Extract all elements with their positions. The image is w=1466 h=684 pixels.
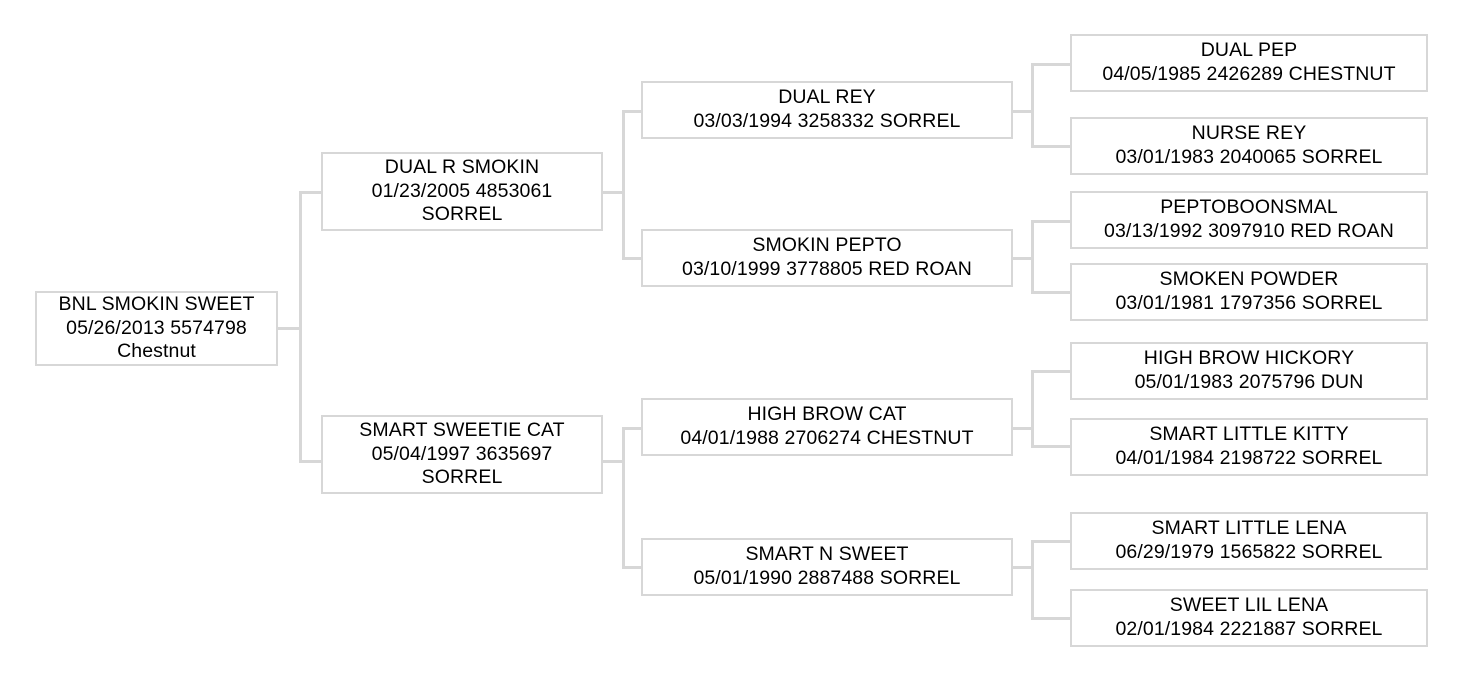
node-sire-dam-name: SMOKIN PEPTO xyxy=(752,234,902,257)
connector-to-sire-sire xyxy=(622,110,643,113)
connector-dam-sire-stub xyxy=(1011,427,1033,430)
node-g4-6-name: SMART LITTLE KITTY xyxy=(1149,423,1349,446)
connector-to-dam-sire xyxy=(622,427,643,430)
node-g4-3-detail: 03/13/1992 3097910 RED ROAN xyxy=(1104,220,1394,242)
node-dam-sire-detail: 04/01/1988 2706274 CHESTNUT xyxy=(680,427,974,449)
connector-sire-spine xyxy=(622,110,625,260)
node-g4-5-name: HIGH BROW HICKORY xyxy=(1143,347,1355,370)
node-sire[interactable]: DUAL R SMOKIN 01/23/2005 4853061 SORREL xyxy=(321,152,603,231)
connector-to-g4-5 xyxy=(1031,370,1071,373)
node-dam-detail: 05/04/1997 3635697 xyxy=(371,442,553,465)
connector-dam-stub xyxy=(603,460,625,463)
node-dam-sire-name: HIGH BROW CAT xyxy=(747,403,907,426)
connector-dam-dam-stub xyxy=(1011,566,1033,569)
connector-to-g4-6 xyxy=(1031,445,1071,448)
connector-to-g4-4 xyxy=(1031,291,1071,294)
connector-to-g4-8 xyxy=(1031,617,1071,620)
node-dam[interactable]: SMART SWEETIE CAT 05/04/1997 3635697 SOR… xyxy=(321,415,603,494)
node-g4-1-name: DUAL PEP xyxy=(1200,39,1298,62)
connector-sire-dam-stub xyxy=(1011,257,1033,260)
node-g4-7[interactable]: SMART LITTLE LENA 06/29/1979 1565822 SOR… xyxy=(1070,512,1428,570)
connector-sire-sire-stub xyxy=(1011,110,1033,113)
node-g4-8-name: SWEET LIL LENA xyxy=(1169,594,1329,617)
node-g4-5-detail: 05/01/1983 2075796 DUN xyxy=(1134,371,1364,393)
node-g4-4[interactable]: SMOKEN POWDER 03/01/1981 1797356 SORREL xyxy=(1070,263,1428,321)
node-g4-7-detail: 06/29/1979 1565822 SORREL xyxy=(1115,541,1383,563)
node-sire-color: SORREL xyxy=(421,203,503,226)
node-g4-2-detail: 03/01/1983 2040065 SORREL xyxy=(1115,146,1383,168)
node-g4-8-detail: 02/01/1984 2221887 SORREL xyxy=(1115,618,1383,640)
node-g4-3[interactable]: PEPTOBOONSMAL 03/13/1992 3097910 RED ROA… xyxy=(1070,191,1428,249)
node-subject-name: BNL SMOKIN SWEET xyxy=(58,292,255,315)
node-dam-name: SMART SWEETIE CAT xyxy=(359,418,565,441)
node-subject[interactable]: BNL SMOKIN SWEET 05/26/2013 5574798 Ches… xyxy=(35,291,278,366)
connector-to-g4-2 xyxy=(1031,145,1071,148)
node-sire-sire-detail: 03/03/1994 3258332 SORREL xyxy=(693,110,961,132)
node-g4-1-detail: 04/05/1985 2426289 CHESTNUT xyxy=(1102,63,1396,85)
connector-to-g4-7 xyxy=(1031,540,1071,543)
connector-dam-dam-spine xyxy=(1031,540,1034,618)
node-g4-3-name: PEPTOBOONSMAL xyxy=(1160,196,1338,219)
connector-to-g4-1 xyxy=(1031,63,1071,66)
node-dam-dam-name: SMART N SWEET xyxy=(745,543,909,566)
node-subject-detail: 05/26/2013 5574798 xyxy=(66,316,247,339)
node-g4-4-detail: 03/01/1981 1797356 SORREL xyxy=(1115,292,1383,314)
connector-to-g4-3 xyxy=(1031,220,1071,223)
node-sire-sire-name: DUAL REY xyxy=(778,86,876,109)
connector-subject-spine xyxy=(299,191,302,463)
connector-sire-dam-spine xyxy=(1031,220,1034,292)
node-g4-2-name: NURSE REY xyxy=(1191,122,1307,145)
node-sire-dam[interactable]: SMOKIN PEPTO 03/10/1999 3778805 RED ROAN xyxy=(641,229,1013,287)
connector-dam-sire-spine xyxy=(1031,370,1034,447)
connector-to-sire-dam xyxy=(622,257,643,260)
node-dam-dam-detail: 05/01/1990 2887488 SORREL xyxy=(693,567,961,589)
node-sire-name: DUAL R SMOKIN xyxy=(384,155,540,178)
node-subject-color: Chestnut xyxy=(117,340,196,363)
node-dam-color: SORREL xyxy=(421,466,503,489)
connector-to-dam-dam xyxy=(622,566,643,569)
node-g4-5[interactable]: HIGH BROW HICKORY 05/01/1983 2075796 DUN xyxy=(1070,342,1428,400)
node-g4-4-name: SMOKEN POWDER xyxy=(1159,268,1339,291)
node-sire-sire[interactable]: DUAL REY 03/03/1994 3258332 SORREL xyxy=(641,81,1013,139)
node-dam-dam[interactable]: SMART N SWEET 05/01/1990 2887488 SORREL xyxy=(641,538,1013,596)
node-g4-6[interactable]: SMART LITTLE KITTY 04/01/1984 2198722 SO… xyxy=(1070,418,1428,476)
connector-subject-stub xyxy=(278,327,302,330)
node-g4-1[interactable]: DUAL PEP 04/05/1985 2426289 CHESTNUT xyxy=(1070,34,1428,92)
node-g4-7-name: SMART LITTLE LENA xyxy=(1151,517,1347,540)
node-sire-dam-detail: 03/10/1999 3778805 RED ROAN xyxy=(682,258,972,280)
node-g4-2[interactable]: NURSE REY 03/01/1983 2040065 SORREL xyxy=(1070,117,1428,175)
node-dam-sire[interactable]: HIGH BROW CAT 04/01/1988 2706274 CHESTNU… xyxy=(641,398,1013,456)
connector-to-dam xyxy=(299,460,321,463)
connector-dam-spine xyxy=(622,427,625,567)
node-g4-6-detail: 04/01/1984 2198722 SORREL xyxy=(1115,447,1383,469)
connector-to-sire xyxy=(299,191,321,194)
node-sire-detail: 01/23/2005 4853061 xyxy=(371,179,553,202)
connector-sire-stub xyxy=(603,191,625,194)
connector-sire-sire-spine xyxy=(1031,63,1034,147)
node-g4-8[interactable]: SWEET LIL LENA 02/01/1984 2221887 SORREL xyxy=(1070,589,1428,647)
